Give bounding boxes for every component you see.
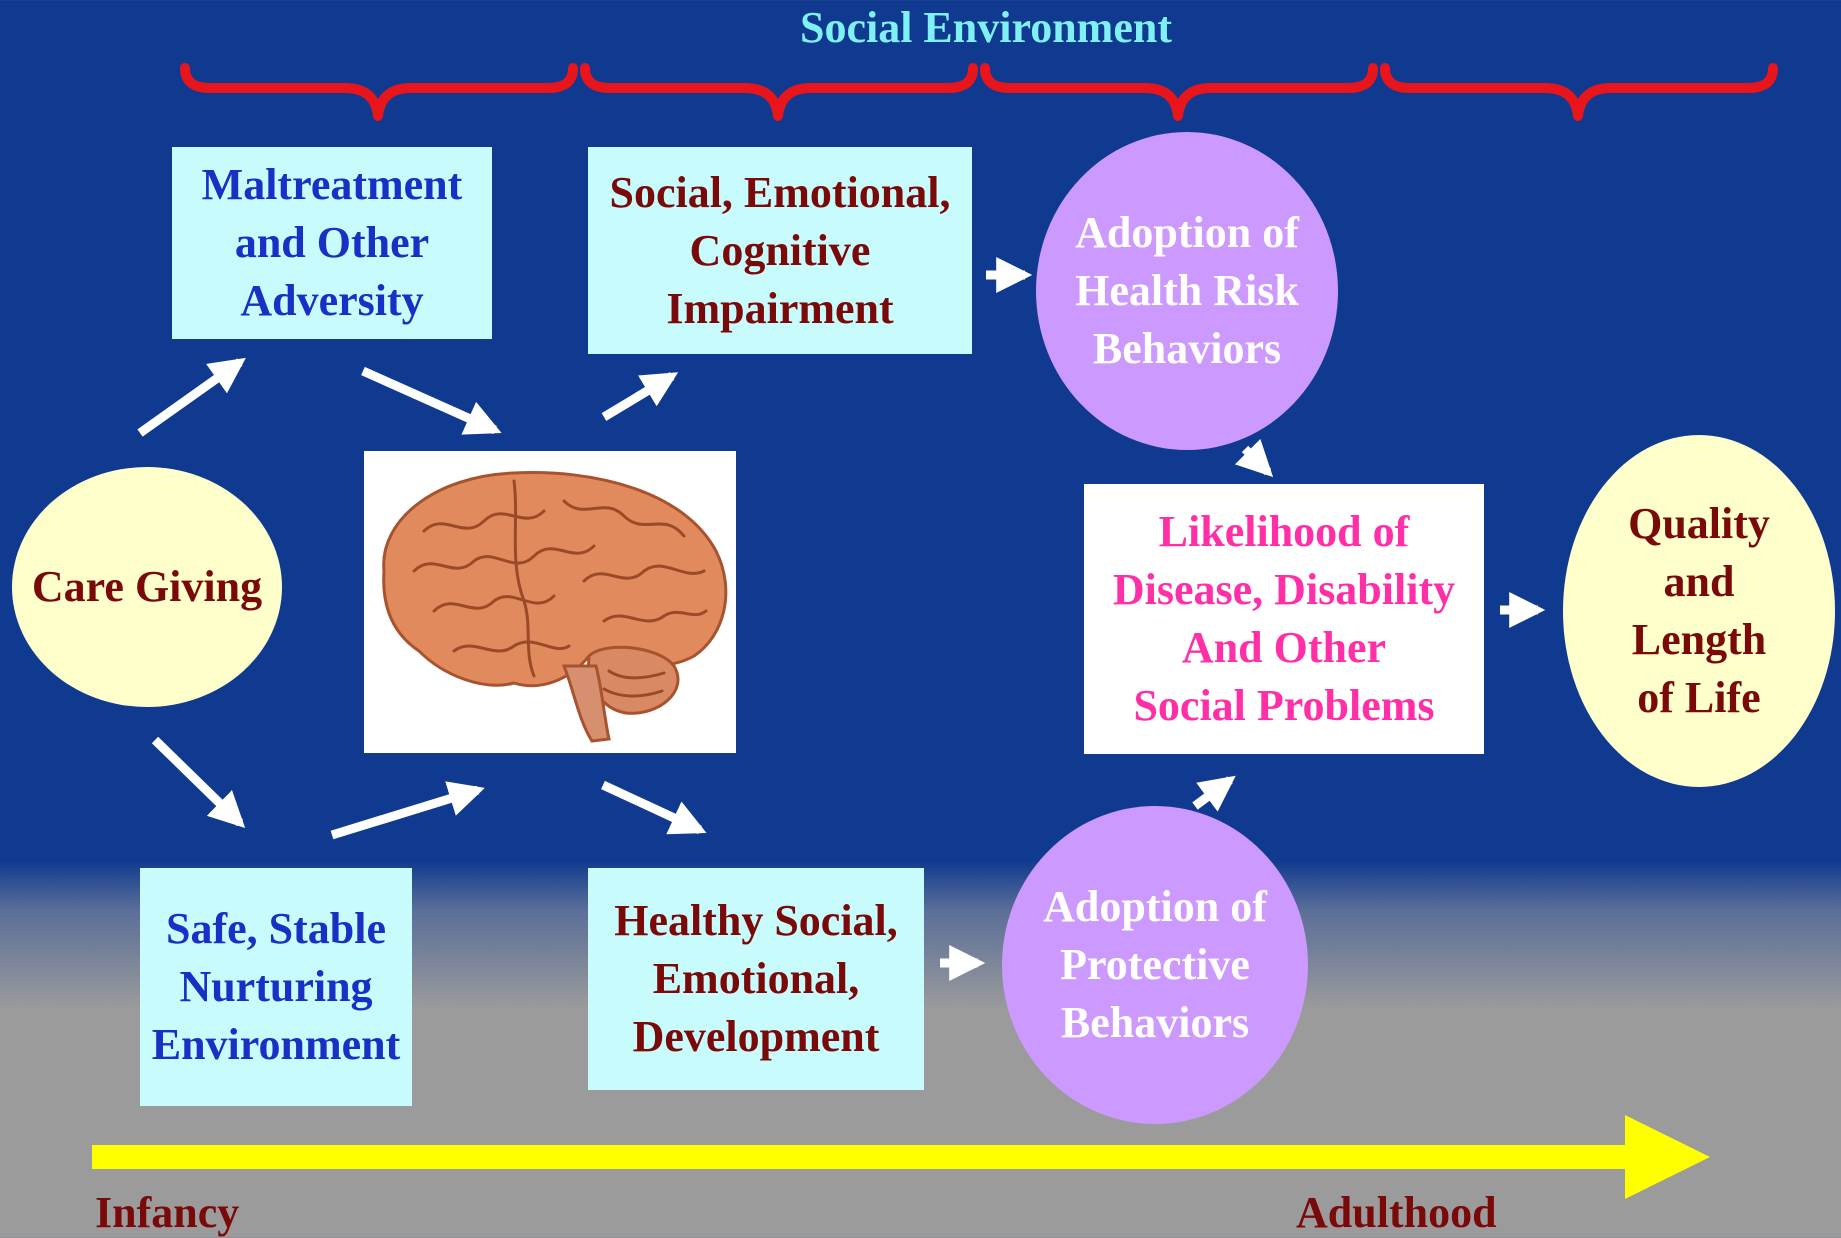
care-giving-label: Care Giving: [31, 562, 263, 611]
protective-behaviors-bubble: Adoption of Protective Behaviors: [1002, 806, 1308, 1124]
timeline-end-label: Adulthood: [1296, 1188, 1497, 1237]
brace-3: [980, 63, 1378, 121]
care-giving-bubble: Care Giving: [12, 467, 282, 707]
arrow-caregiving-to-safe: [151, 736, 246, 829]
safe-stable-box: Safe, Stable Nurturing Environment: [140, 868, 412, 1106]
brain-icon: [382, 471, 728, 743]
maltreatment-box: Maltreatment and Other Adversity: [172, 147, 492, 339]
brace-1: [180, 63, 578, 121]
brace-2: [580, 63, 978, 121]
likelihood-label: Likelihood of Disease, Disability And Ot…: [1112, 507, 1456, 730]
quality-life-bubble: Quality and Length of Life: [1563, 435, 1835, 787]
impairment-label: Social, Emotional, Cognitive Impairment: [609, 167, 951, 333]
arrow-risk-to-likelihood: [1234, 438, 1274, 478]
diagram-title: Social Environment: [799, 3, 1172, 52]
healthy-development-box: Healthy Social, Emotional, Development: [588, 868, 924, 1090]
safe-stable-label: Safe, Stable Nurturing Environment: [151, 904, 401, 1069]
healthy-development-label: Healthy Social, Emotional, Development: [614, 896, 898, 1061]
arrow-brain-to-impairment: [601, 372, 679, 421]
maltreatment-label: Maltreatment and Other Adversity: [201, 160, 463, 325]
quality-life-label: Quality and Length of Life: [1628, 499, 1770, 722]
arrow-maltreatment-to-brain: [361, 366, 502, 435]
protective-behaviors-label: Adoption of Protective Behaviors: [1043, 882, 1267, 1047]
arrow-caregiving-to-maltreatment: [137, 357, 246, 437]
flow-arrows: [137, 257, 1546, 981]
arrow-safe-to-brain: [330, 781, 485, 840]
timeline-arrow: [92, 1115, 1710, 1199]
arrow-protective-to-likelihood: [1192, 775, 1236, 812]
impairment-box: Social, Emotional, Cognitive Impairment: [588, 147, 972, 354]
timeline-start-label: Infancy: [95, 1188, 240, 1237]
likelihood-box: Likelihood of Disease, Disability And Ot…: [1084, 484, 1484, 754]
brace-4: [1380, 63, 1778, 121]
risk-behaviors-bubble: Adoption of Health Risk Behaviors: [1036, 132, 1338, 450]
brain-image: [364, 451, 736, 753]
arrow-brain-to-healthy: [601, 780, 707, 835]
social-environment-braces: [180, 63, 1778, 121]
risk-behaviors-label: Adoption of Health Risk Behaviors: [1075, 208, 1299, 373]
